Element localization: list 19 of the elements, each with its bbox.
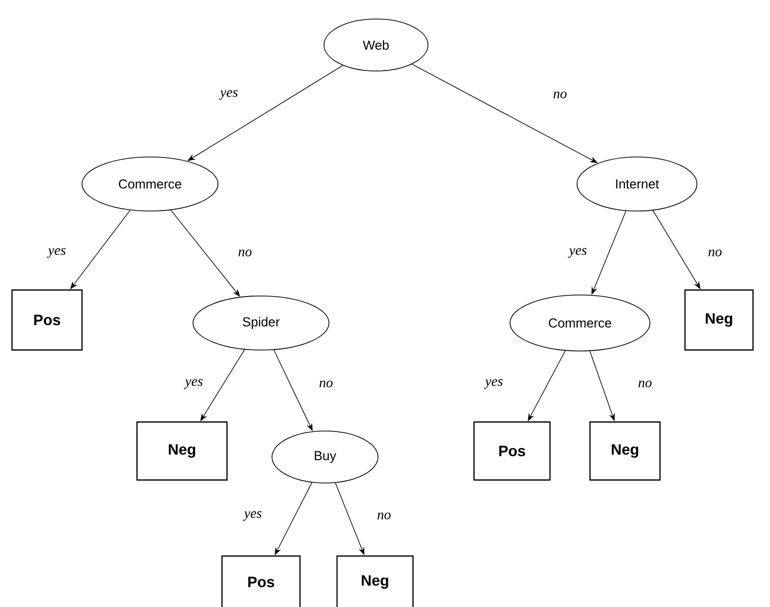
leaf-box: Pos [11, 289, 83, 351]
edge-label: yes [218, 89, 239, 101]
leaf-box: Neg [136, 421, 228, 481]
edge-label: no [376, 512, 392, 520]
edge-label: yes [184, 378, 204, 390]
edge-label: no [707, 248, 724, 258]
leaf-box: Neg [589, 421, 661, 481]
edge-label: yes [568, 247, 588, 259]
leaf-box: Pos [221, 555, 301, 607]
edge-label: yes [242, 510, 263, 522]
edge-label: no [318, 380, 334, 388]
leaf-box: Pos [473, 421, 551, 481]
leaf-box: Neg [684, 289, 754, 351]
edge-label: yes [46, 247, 67, 259]
edge-label: no [637, 380, 654, 388]
edge-label: no [552, 90, 568, 100]
edge-label: yes [484, 378, 504, 390]
edge-label: no [237, 248, 253, 258]
leaf-box: Neg [336, 555, 414, 607]
